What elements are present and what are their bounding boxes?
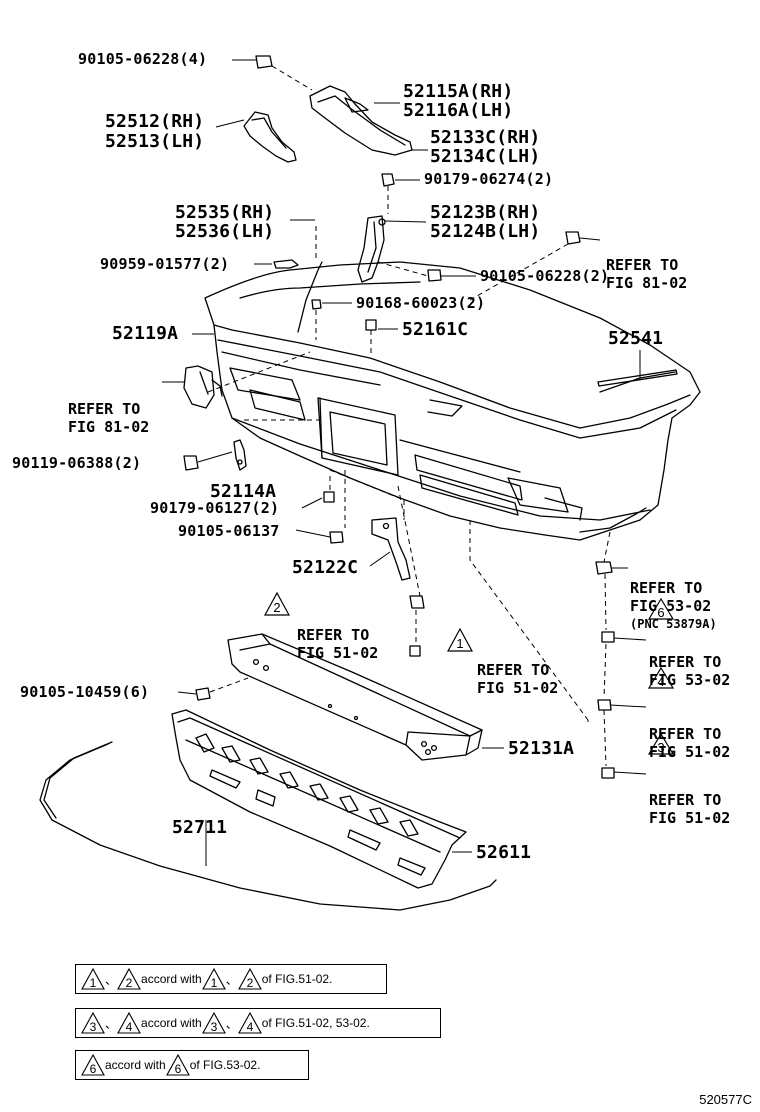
legend-box-2: 3 、 4 accord with 3 、 4 of FIG.51-02, 53… bbox=[75, 1008, 441, 1038]
lower-bracket bbox=[371, 517, 411, 581]
svg-text:6: 6 bbox=[174, 1062, 181, 1076]
leader-lines bbox=[162, 59, 647, 866]
part-label: 52122C bbox=[292, 557, 359, 578]
triangle-icon: 2 bbox=[237, 968, 262, 990]
figure-code: 520577C bbox=[699, 1092, 752, 1107]
triangle-icon: 6 bbox=[165, 1054, 190, 1076]
svg-text:4: 4 bbox=[657, 674, 664, 689]
part-label: 52711 bbox=[172, 817, 228, 838]
svg-text:2: 2 bbox=[126, 976, 133, 990]
svg-text:2: 2 bbox=[246, 976, 253, 990]
part-label: 90119-06388(2) bbox=[12, 454, 142, 472]
triangle-marker-icon: 3 bbox=[648, 733, 674, 755]
part-label: 52116A(LH) bbox=[403, 100, 514, 121]
part-label: 52114A bbox=[210, 481, 277, 502]
part-label: 52133C(RH) bbox=[430, 127, 541, 148]
part-label: 90105-10459(6) bbox=[20, 683, 150, 701]
svg-text:1: 1 bbox=[90, 976, 97, 990]
seal-wire bbox=[39, 743, 497, 911]
part-label: 90105-06137 bbox=[178, 522, 280, 540]
part-label: 90168-60023(2) bbox=[356, 294, 486, 312]
molding-strip bbox=[597, 369, 678, 387]
triangle-icon: 4 bbox=[117, 1012, 141, 1034]
side-bracket bbox=[357, 215, 386, 283]
part-label: 52124B(LH) bbox=[430, 221, 541, 242]
part-label: 52134C(LH) bbox=[430, 146, 541, 167]
part-label: 52161C bbox=[402, 319, 469, 340]
triangle-marker-icon: 4 bbox=[648, 667, 674, 689]
part-label: 52535(RH) bbox=[175, 202, 275, 223]
side-clip bbox=[233, 439, 247, 471]
part-label: 52119A bbox=[112, 323, 179, 344]
triangle-icon: 3 bbox=[81, 1012, 105, 1034]
clip bbox=[273, 259, 299, 269]
svg-text:6: 6 bbox=[657, 605, 664, 620]
legend-box-3: 6 accord with 6 of FIG.53-02. bbox=[75, 1050, 309, 1080]
part-label: 52115A(RH) bbox=[403, 81, 514, 102]
part-label: 90105-06228(2) bbox=[480, 267, 610, 285]
svg-text:3: 3 bbox=[657, 740, 664, 755]
part-label: 52123B(RH) bbox=[430, 202, 541, 223]
triangle-icon: 1 bbox=[201, 968, 226, 990]
part-label: 90105-06228(4) bbox=[78, 50, 208, 68]
triangle-marker-icon: 2 bbox=[264, 592, 290, 616]
triangle-icon: 4 bbox=[237, 1012, 262, 1034]
side-lamp bbox=[183, 365, 223, 409]
triangle-icon: 1 bbox=[81, 968, 105, 990]
triangle-icon: 2 bbox=[117, 968, 141, 990]
triangle-marker-icon: 6 bbox=[648, 598, 674, 620]
part-label: 52541 bbox=[608, 328, 664, 349]
fasteners bbox=[183, 55, 615, 779]
side-retainer bbox=[243, 111, 297, 163]
svg-text:2: 2 bbox=[273, 600, 280, 615]
triangle-marker-icon: 1 bbox=[447, 628, 473, 652]
svg-text:6: 6 bbox=[90, 1062, 97, 1076]
upper-retainer bbox=[309, 85, 413, 156]
svg-text:4: 4 bbox=[246, 1020, 253, 1034]
svg-text:4: 4 bbox=[126, 1020, 133, 1034]
part-label: 52131A bbox=[508, 738, 575, 759]
svg-text:1: 1 bbox=[210, 976, 217, 990]
triangle-icon: 3 bbox=[201, 1012, 226, 1034]
legend-box-1: 1 、 2 accord with 1 、 2 of FIG.51-02. bbox=[75, 964, 387, 994]
energy-absorber bbox=[171, 709, 467, 889]
part-label: 52513(LH) bbox=[105, 131, 205, 152]
reinforcement-beam bbox=[227, 633, 483, 761]
part-label: 90179-06274(2) bbox=[424, 170, 554, 188]
license-plate-bracket bbox=[317, 397, 399, 476]
bumper-cover bbox=[204, 261, 701, 541]
svg-text:3: 3 bbox=[90, 1020, 97, 1034]
triangle-icon: 6 bbox=[81, 1054, 105, 1076]
rod-strip bbox=[297, 261, 323, 333]
svg-text:3: 3 bbox=[210, 1020, 217, 1034]
part-label: 52536(LH) bbox=[175, 221, 275, 242]
part-label: 52611 bbox=[476, 842, 532, 863]
assembly-lines bbox=[207, 65, 611, 767]
part-label: 90179-06127(2) bbox=[150, 499, 280, 517]
part-label: 90959-01577(2) bbox=[100, 255, 230, 273]
svg-text:1: 1 bbox=[456, 636, 463, 651]
part-label: 52512(RH) bbox=[105, 111, 205, 132]
